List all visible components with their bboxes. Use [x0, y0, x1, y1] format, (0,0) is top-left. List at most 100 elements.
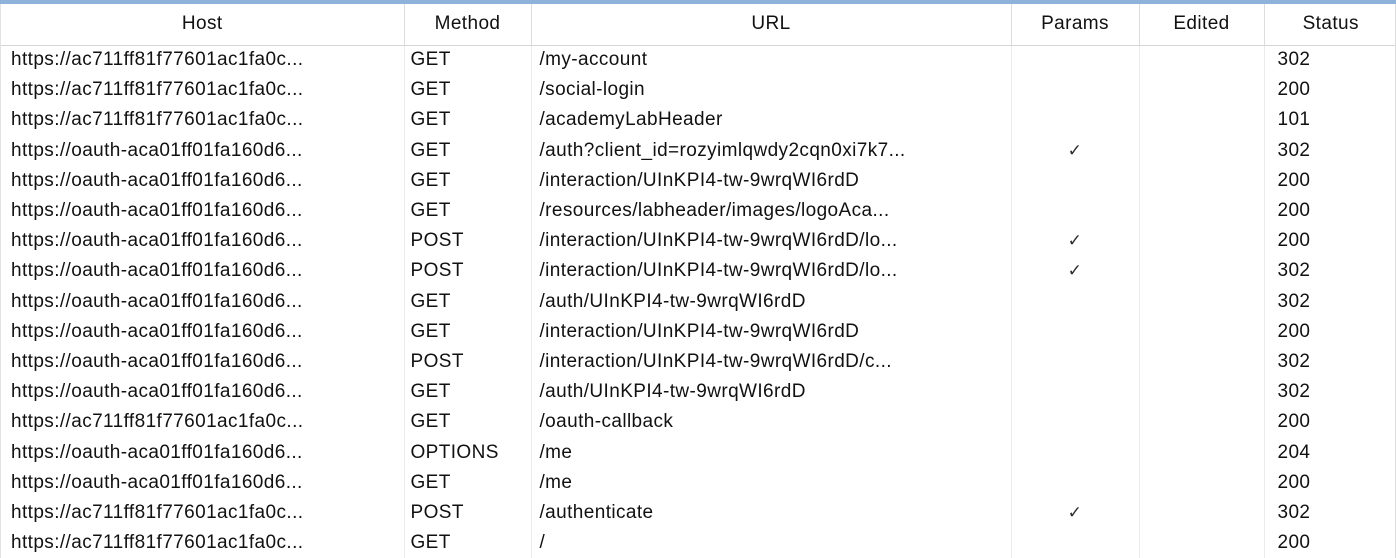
status-cell: 200 — [1277, 471, 1311, 493]
edited-cell — [1139, 105, 1265, 136]
method-cell: POST — [404, 256, 532, 287]
request-row[interactable]: https://oauth-aca01ff01fa160d6... GET /r… — [1, 195, 1395, 227]
column-header-edited[interactable]: Edited — [1139, 4, 1265, 46]
host-cell: https://oauth-aca01ff01fa160d6... — [1, 346, 405, 378]
host-cell: https://oauth-aca01ff01fa160d6... — [1, 286, 405, 317]
params-check-cell — [1011, 165, 1140, 196]
url-cell: /me — [531, 437, 1012, 468]
params-check-cell: ✓ — [1011, 226, 1140, 257]
status-cell: 302 — [1277, 381, 1311, 403]
params-check-cell — [1011, 105, 1140, 136]
request-row[interactable]: https://oauth-aca01ff01fa160d6... GET /i… — [1, 165, 1395, 196]
method-cell: GET — [404, 467, 532, 498]
params-check-cell — [1011, 286, 1140, 317]
url-cell: /auth/UInKPI4-tw-9wrqWI6rdD — [531, 286, 1012, 317]
edited-cell — [1139, 165, 1265, 196]
edited-cell — [1139, 346, 1265, 378]
params-check-cell — [1011, 528, 1140, 558]
request-row[interactable]: https://oauth-aca01ff01fa160d6... GET /a… — [1, 135, 1395, 166]
edited-cell — [1139, 467, 1265, 498]
url-cell: /social-login — [531, 75, 1012, 106]
method-cell: POST — [404, 226, 532, 257]
method-cell: GET — [404, 528, 532, 558]
request-row[interactable]: https://oauth-aca01ff01fa160d6... POST /… — [1, 256, 1395, 287]
host-cell: https://ac711ff81f77601ac1fa0c... — [1, 497, 405, 528]
params-check-cell — [1011, 316, 1140, 347]
request-row[interactable]: https://oauth-aca01ff01fa160d6... GET /a… — [1, 286, 1395, 317]
host-cell: https://oauth-aca01ff01fa160d6... — [1, 195, 405, 227]
params-check-cell — [1011, 407, 1140, 438]
header-row: Host Method URL Params Edited Status — [1, 4, 1395, 46]
http-history-table: Host Method URL Params Edited Status htt… — [1, 4, 1395, 558]
http-history-panel: Host Method URL Params Edited Status htt… — [0, 4, 1396, 558]
host-cell: https://oauth-aca01ff01fa160d6... — [1, 377, 405, 408]
edited-cell — [1139, 316, 1265, 347]
status-cell: 200 — [1277, 169, 1311, 191]
params-check-cell — [1011, 346, 1140, 378]
edited-cell — [1139, 407, 1265, 438]
column-header-host[interactable]: Host — [1, 4, 405, 46]
params-check-cell: ✓ — [1011, 256, 1140, 287]
request-row[interactable]: https://oauth-aca01ff01fa160d6... POST /… — [1, 226, 1395, 257]
status-cell: 302 — [1277, 49, 1311, 71]
status-cell: 302 — [1277, 260, 1311, 282]
request-row[interactable]: https://ac711ff81f77601ac1fa0c... POST /… — [1, 497, 1395, 528]
edited-cell — [1139, 135, 1265, 166]
host-cell: https://ac711ff81f77601ac1fa0c... — [1, 75, 405, 106]
host-cell: https://ac711ff81f77601ac1fa0c... — [1, 528, 405, 558]
status-cell: 101 — [1277, 109, 1311, 131]
request-row[interactable]: https://ac711ff81f77601ac1fa0c... GET /m… — [1, 45, 1395, 76]
column-header-method[interactable]: Method — [404, 4, 532, 46]
status-cell: 200 — [1277, 411, 1311, 433]
request-row[interactable]: https://ac711ff81f77601ac1fa0c... GET /a… — [1, 105, 1395, 136]
method-cell: POST — [404, 497, 532, 528]
status-cell: 302 — [1277, 350, 1311, 372]
request-row[interactable]: https://oauth-aca01ff01fa160d6... POST /… — [1, 346, 1395, 378]
host-cell: https://oauth-aca01ff01fa160d6... — [1, 165, 405, 196]
method-cell: GET — [404, 105, 532, 136]
host-cell: https://oauth-aca01ff01fa160d6... — [1, 316, 405, 347]
top-accent-bar — [0, 0, 1396, 4]
edited-cell — [1139, 195, 1265, 227]
params-check-cell — [1011, 437, 1140, 468]
status-cell: 200 — [1277, 79, 1311, 101]
url-cell: /interaction/UInKPI4-tw-9wrqWI6rdD/lo... — [531, 256, 1012, 287]
host-cell: https://oauth-aca01ff01fa160d6... — [1, 256, 405, 287]
host-cell: https://ac711ff81f77601ac1fa0c... — [1, 407, 405, 438]
request-row[interactable]: https://oauth-aca01ff01fa160d6... OPTION… — [1, 437, 1395, 468]
status-cell: 200 — [1277, 200, 1311, 222]
request-row[interactable]: https://oauth-aca01ff01fa160d6... GET /m… — [1, 467, 1395, 498]
request-row[interactable]: https://ac711ff81f77601ac1fa0c... GET /o… — [1, 407, 1395, 438]
request-row[interactable]: https://ac711ff81f77601ac1fa0c... GET / … — [1, 528, 1395, 558]
host-cell: https://oauth-aca01ff01fa160d6... — [1, 226, 405, 257]
url-cell: /interaction/UInKPI4-tw-9wrqWI6rdD/lo... — [531, 226, 1012, 257]
request-row[interactable]: https://oauth-aca01ff01fa160d6... GET /i… — [1, 316, 1395, 347]
edited-cell — [1139, 528, 1265, 558]
params-check-cell — [1011, 75, 1140, 106]
request-table-body: https://ac711ff81f77601ac1fa0c... GET /m… — [1, 45, 1395, 558]
column-header-params[interactable]: Params — [1011, 4, 1140, 46]
url-cell: /auth/UInKPI4-tw-9wrqWI6rdD — [531, 377, 1012, 408]
column-header-status[interactable]: Status — [1264, 4, 1395, 46]
method-cell: POST — [404, 346, 532, 378]
request-row[interactable]: https://oauth-aca01ff01fa160d6... GET /a… — [1, 377, 1395, 408]
method-cell: GET — [404, 195, 532, 227]
edited-cell — [1139, 377, 1265, 408]
column-header-url[interactable]: URL — [531, 4, 1012, 46]
status-cell: 200 — [1277, 320, 1311, 342]
status-cell: 200 — [1277, 532, 1311, 554]
host-cell: https://oauth-aca01ff01fa160d6... — [1, 135, 405, 166]
method-cell: GET — [404, 45, 532, 76]
status-cell: 200 — [1277, 230, 1311, 252]
url-cell: /interaction/UInKPI4-tw-9wrqWI6rdD/c... — [531, 346, 1012, 378]
host-cell: https://ac711ff81f77601ac1fa0c... — [1, 45, 405, 76]
method-cell: GET — [404, 316, 532, 347]
params-check-cell: ✓ — [1011, 497, 1140, 528]
method-cell: GET — [404, 377, 532, 408]
host-cell: https://oauth-aca01ff01fa160d6... — [1, 437, 405, 468]
url-cell: /authenticate — [531, 497, 1012, 528]
url-cell: /me — [531, 467, 1012, 498]
params-check-cell — [1011, 377, 1140, 408]
request-row[interactable]: https://ac711ff81f77601ac1fa0c... GET /s… — [1, 75, 1395, 106]
edited-cell — [1139, 226, 1265, 257]
